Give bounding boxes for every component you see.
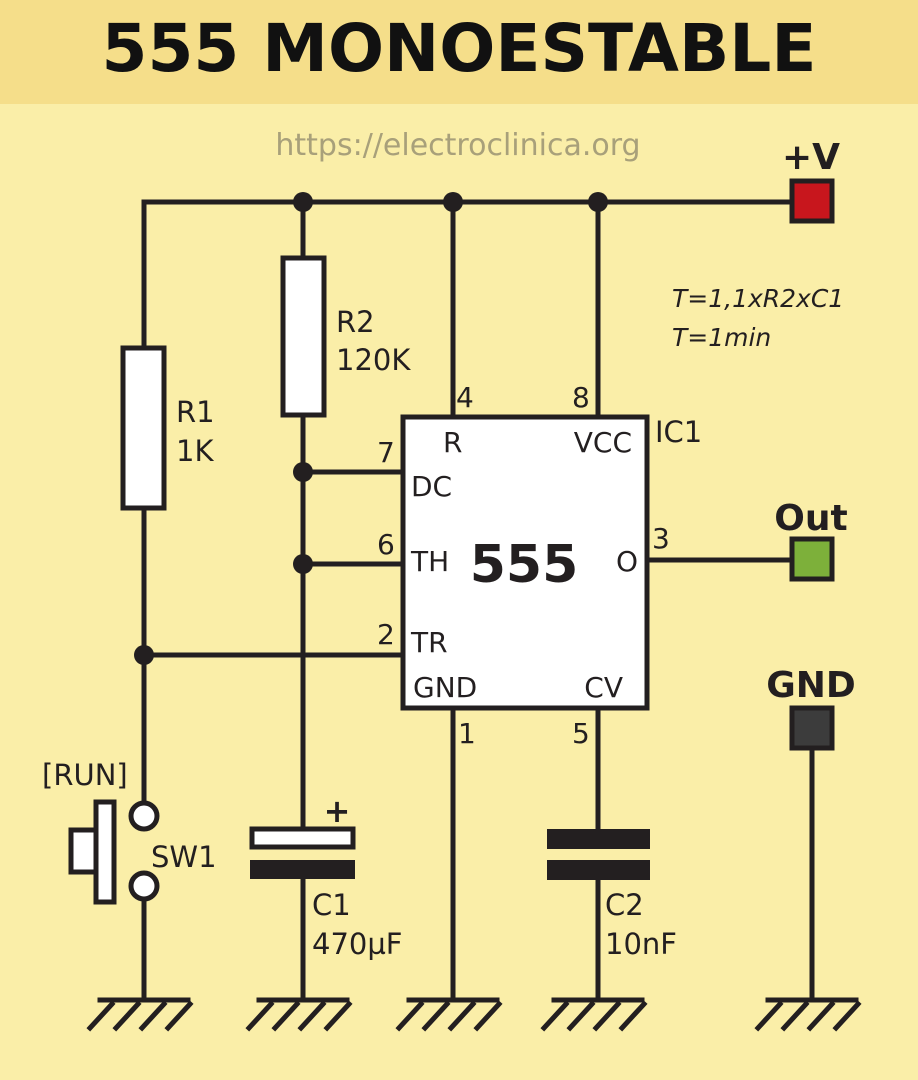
ground-icon [245, 997, 353, 1032]
pin-gnd-name: GND [413, 671, 477, 704]
r1-resistor [120, 345, 167, 511]
gnd-label: GND [766, 665, 856, 706]
ground-icon [754, 997, 862, 1032]
r1-branch-wire [141, 199, 406, 805]
pin-r-number: 4 [456, 381, 474, 414]
ic-name: 555 [470, 535, 579, 595]
vplus-label: +V [782, 137, 840, 178]
formula-line1: T=1,1xR2xC1 [672, 284, 844, 313]
c1-polarity: + [324, 792, 351, 830]
ground-icon [86, 997, 194, 1032]
r2-resistor [280, 255, 327, 418]
ic-top-wires [450, 199, 601, 420]
r2-ref: R2 [336, 305, 375, 339]
ground-icon [540, 997, 648, 1032]
pin-cv-name: CV [584, 671, 623, 704]
vplus-terminal [789, 178, 835, 224]
r2-value: 120K [336, 343, 411, 377]
pin-vcc-name: VCC [574, 426, 632, 459]
sw1-label: [RUN] [42, 758, 128, 792]
formula-line2: T=1min [672, 323, 771, 352]
ic-bottom-wires [450, 705, 601, 1003]
pin-cv-number: 5 [572, 717, 590, 750]
page-title: 555 MONOESTABLE [101, 10, 817, 87]
c1-ref: C1 [312, 888, 351, 922]
ground-icon [395, 997, 503, 1032]
gnd-terminal [789, 705, 835, 751]
pin-o-number: 3 [652, 522, 670, 555]
sw1-ref: SW1 [151, 840, 217, 874]
pin-tr-name: TR [410, 626, 448, 659]
ground-symbols [86, 997, 862, 1032]
title-bar: 555 MONOESTABLE [0, 0, 918, 104]
pin-dc-number: 7 [377, 436, 395, 469]
c1-capacitor [249, 826, 356, 1003]
pin-th-name: TH [410, 545, 449, 578]
c2-ref: C2 [605, 888, 644, 922]
ic-ref: IC1 [655, 415, 702, 449]
out-label: Out [774, 498, 847, 539]
pin-vcc-number: 8 [572, 381, 590, 414]
pin-r-name: R [443, 426, 462, 459]
out-terminal [789, 536, 835, 582]
r1-value: 1K [176, 434, 214, 468]
pin-th-number: 6 [377, 528, 395, 561]
sw1-pushbutton [68, 799, 160, 1003]
r1-ref: R1 [176, 395, 215, 429]
c1-value: 470µF [312, 927, 402, 961]
pin-o-name: O [616, 545, 638, 578]
pin-gnd-number: 1 [458, 717, 476, 750]
source-url: https://electroclinica.org [275, 128, 640, 163]
c2-capacitor [547, 829, 650, 1003]
junction-dots [134, 192, 608, 665]
pin-tr-number: 2 [377, 618, 395, 651]
c2-value: 10nF [605, 927, 677, 961]
ic-555-body [400, 414, 650, 711]
pin-dc-name: DC [411, 470, 452, 503]
